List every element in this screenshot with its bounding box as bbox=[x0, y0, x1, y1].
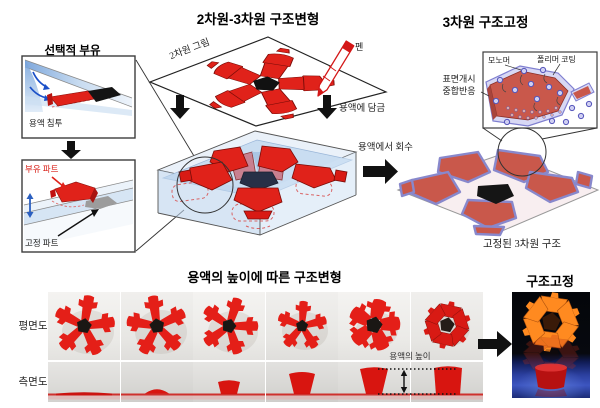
polymer-coating-label: 폴리머 코팅 bbox=[537, 55, 576, 64]
top-view-photo-3 bbox=[193, 292, 265, 360]
dip-label: 용액에 담금 bbox=[339, 104, 386, 114]
selective-float-title: 선택적 부유 bbox=[44, 45, 101, 57]
polymer-inset-box bbox=[480, 51, 598, 129]
top-view-photo-1 bbox=[48, 292, 120, 360]
side-view-photo-3 bbox=[193, 362, 265, 402]
solution-height-label: 용액의 높이 bbox=[389, 351, 431, 361]
height-measure bbox=[378, 368, 456, 395]
floating-part-arrow bbox=[51, 176, 68, 190]
recover-arrow bbox=[363, 159, 398, 184]
result-arrow bbox=[478, 331, 512, 357]
monomer-hooks bbox=[502, 73, 561, 112]
magnifier-wedge-right bbox=[482, 127, 598, 142]
surface-reaction-line2: 중합반응 bbox=[442, 86, 476, 96]
process-diagram bbox=[21, 36, 600, 253]
solution-penetration-label: 용액 침투 bbox=[29, 118, 63, 128]
fixed-part-shadow bbox=[85, 196, 117, 209]
float-fixed-box bbox=[21, 159, 136, 253]
selective-float-box bbox=[21, 55, 136, 139]
monomer-label: 모노머 bbox=[488, 56, 511, 65]
result-title: 구조고정 bbox=[526, 274, 574, 289]
down-arrow-small bbox=[61, 141, 81, 159]
pen-label: 펜 bbox=[355, 42, 364, 52]
solution-tank bbox=[156, 130, 358, 236]
top-view-photo-2 bbox=[120, 292, 193, 360]
fixed-structure bbox=[396, 127, 600, 237]
floating-part-label: 부유 파트 bbox=[25, 164, 59, 174]
top-view-photo-4 bbox=[265, 292, 338, 360]
down-arrow-right bbox=[317, 95, 337, 119]
pen-icon bbox=[317, 40, 355, 97]
side-view-photo-2 bbox=[120, 362, 193, 402]
down-arrow-left bbox=[170, 95, 190, 119]
monomer-dots bbox=[492, 66, 593, 126]
folding-structure bbox=[178, 145, 348, 220]
height-gap-arrow bbox=[26, 193, 34, 218]
top-view-photo-6 bbox=[410, 292, 483, 360]
fixed-part-label: 고정 파트 bbox=[25, 238, 59, 248]
recover-label: 용액에서 회수 bbox=[358, 143, 413, 153]
fixation-section-title: 3차원 구조고정 bbox=[442, 15, 529, 30]
transform-section-title: 2차원-3차원 구조변형 bbox=[196, 12, 320, 27]
top-view-photo-5 bbox=[338, 292, 410, 360]
fixed-structure-caption: 고정된 3차원 구조 bbox=[482, 239, 562, 250]
magnifier-circle-right bbox=[497, 127, 547, 177]
result-photo bbox=[512, 292, 590, 398]
height-series-title: 용액의 높이에 따른 구조변형 bbox=[187, 270, 342, 285]
side-view-label: 측면도 bbox=[18, 377, 48, 388]
label-leader-lines bbox=[480, 63, 561, 97]
fixed-cup-silhouette bbox=[535, 363, 567, 397]
plan-view-label: 평면도 bbox=[18, 321, 48, 332]
fixed-film-side bbox=[88, 87, 121, 102]
side-view-photo-4 bbox=[265, 362, 338, 402]
side-view-photo-5 bbox=[338, 362, 410, 402]
fixed-part-arrow bbox=[57, 209, 99, 237]
2d-flower-drawing bbox=[206, 47, 335, 120]
magnifier-circle-left bbox=[176, 156, 234, 214]
polymer-brush bbox=[506, 106, 562, 120]
side-view-photo-1 bbox=[48, 362, 120, 402]
surface-reaction-line1: 표면개시 bbox=[442, 74, 476, 84]
